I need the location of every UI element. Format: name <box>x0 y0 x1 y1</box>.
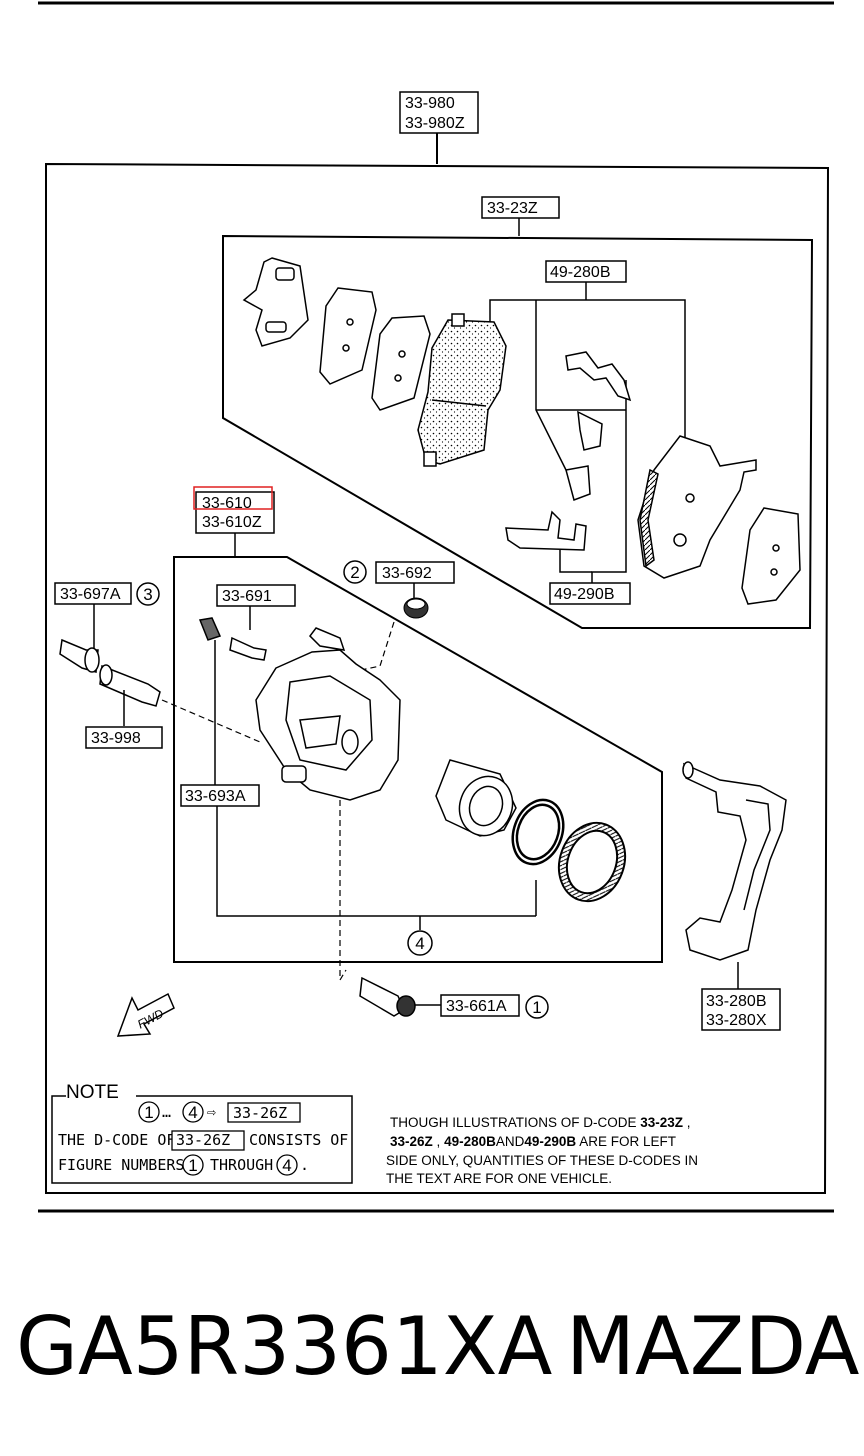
svg-text:33-693A: 33-693A <box>185 788 246 805</box>
shim-plate-2-icon <box>371 315 431 411</box>
svg-text:THROUGH: THROUGH <box>210 1156 273 1174</box>
svg-text:THE D-CODE OF: THE D-CODE OF <box>58 1131 175 1149</box>
svg-text:1: 1 <box>532 998 541 1017</box>
clip-upper-icon <box>565 351 632 451</box>
svg-text:33-280B: 33-280B <box>706 993 767 1010</box>
svg-text:THE TEXT ARE FOR ONE VEHICLE.: THE TEXT ARE FOR ONE VEHICLE. <box>386 1171 612 1186</box>
svg-text:1: 1 <box>144 1103 153 1122</box>
callout-33-998[interactable]: 33-998 <box>85 726 163 749</box>
callout-33-661A[interactable]: 33-661A 1 <box>440 994 549 1019</box>
callout-33-693A[interactable]: 33-693A <box>180 784 260 807</box>
clip-lower-icon <box>505 465 591 551</box>
highlight-box <box>193 486 273 510</box>
callout-33-692[interactable]: 2 33-692 <box>343 560 455 584</box>
svg-text:4: 4 <box>188 1103 197 1122</box>
callout-49-290B[interactable]: 49-290B <box>549 582 631 605</box>
svg-text:49-290B: 49-290B <box>554 586 615 603</box>
dust-boot-icon <box>557 821 627 903</box>
part-number: GA5R3361XA <box>16 1300 553 1393</box>
svg-text:33-697A: 33-697A <box>60 586 121 603</box>
callout-33-980[interactable]: 33-980 33-980Z <box>399 91 479 134</box>
shim-inner-icon <box>741 507 801 605</box>
callout-49-280B[interactable]: 49-280B <box>545 260 627 283</box>
note-box: NOTE 1 … 4 ⇨ 33-26Z THE D-CODE OF 33-26Z… <box>51 1082 353 1184</box>
caliper-frame <box>173 556 663 963</box>
shim-plate-1-icon <box>319 287 377 385</box>
inner-pad-icon <box>637 435 757 579</box>
outer-frame <box>45 162 830 1194</box>
caliper-bolt-icon <box>359 976 416 1017</box>
svg-text:33-23Z: 33-23Z <box>487 200 538 217</box>
svg-text:33-26Z: 33-26Z <box>176 1131 230 1149</box>
piston-seal-icon <box>511 798 565 866</box>
svg-text:3: 3 <box>143 585 152 604</box>
svg-text:SIDE ONLY, QUANTITIES OF THESE: SIDE ONLY, QUANTITIES OF THESE D-CODES I… <box>386 1153 698 1168</box>
bleeder-screw-icon <box>198 617 267 661</box>
svg-text:33-980Z: 33-980Z <box>405 115 465 132</box>
guide-pin-icon <box>99 664 161 707</box>
pad-set-frame <box>222 234 814 629</box>
figure-4-marker: 4 <box>407 930 433 956</box>
svg-text:49-280B: 49-280B <box>550 264 611 281</box>
disclaimer-text: THOUGH ILLUSTRATIONS OF D-CODE 33-23Z , … <box>386 1115 698 1186</box>
callout-33-23Z[interactable]: 33-23Z <box>481 196 560 219</box>
svg-text:.: . <box>300 1156 309 1174</box>
caliper-body-icon <box>255 627 401 801</box>
callout-33-691[interactable]: 33-691 <box>216 584 296 607</box>
bleeder-cap-icon <box>403 597 429 619</box>
svg-text:33-692: 33-692 <box>382 565 432 582</box>
fwd-arrow-icon: FWD <box>116 992 175 1037</box>
callout-33-280B[interactable]: 33-280B 33-280X <box>701 988 781 1031</box>
svg-text:33-980: 33-980 <box>405 95 455 112</box>
svg-text:CONSISTS OF: CONSISTS OF <box>249 1131 348 1149</box>
svg-text:4: 4 <box>282 1156 291 1175</box>
svg-text:33-26Z: 33-26Z <box>233 1104 287 1122</box>
svg-text:33-691: 33-691 <box>222 588 272 605</box>
note-title: NOTE <box>66 1082 119 1103</box>
svg-text:33-998: 33-998 <box>91 730 141 747</box>
footer: GA5R3361XA MAZDA <box>0 1300 864 1393</box>
svg-text:1: 1 <box>188 1156 197 1175</box>
shim-outer-icon <box>242 257 309 347</box>
brake-pad-icon <box>417 313 507 467</box>
svg-text:33-610Z: 33-610Z <box>202 514 262 531</box>
bracket-49-280B <box>489 299 686 440</box>
callout-33-697A[interactable]: 33-697A 3 <box>54 582 160 606</box>
svg-text:4: 4 <box>415 934 424 953</box>
svg-text:33-26Z , 49-280BAND49-290B ARE: 33-26Z , 49-280BAND49-290B ARE FOR LEFT <box>390 1134 676 1149</box>
guide-pin-boot-icon <box>59 638 100 673</box>
brand-name: MAZDA <box>566 1300 860 1393</box>
svg-text:33-610: 33-610 <box>202 495 252 512</box>
svg-text:2: 2 <box>350 563 359 582</box>
svg-text:THOUGH ILLUSTRATIONS OF D-CODE: THOUGH ILLUSTRATIONS OF D-CODE 33-23Z , <box>390 1115 691 1130</box>
piston-icon <box>435 759 517 837</box>
callout-33-610[interactable]: 33-610 33-610Z <box>193 486 275 534</box>
caliper-bracket-icon <box>682 761 787 961</box>
svg-text:33-661A: 33-661A <box>446 998 507 1015</box>
svg-text:FIGURE NUMBERS: FIGURE NUMBERS <box>58 1156 184 1174</box>
svg-text:33-280X: 33-280X <box>706 1012 767 1029</box>
svg-text:⇨: ⇨ <box>207 1103 216 1121</box>
svg-text:…: … <box>162 1103 171 1121</box>
